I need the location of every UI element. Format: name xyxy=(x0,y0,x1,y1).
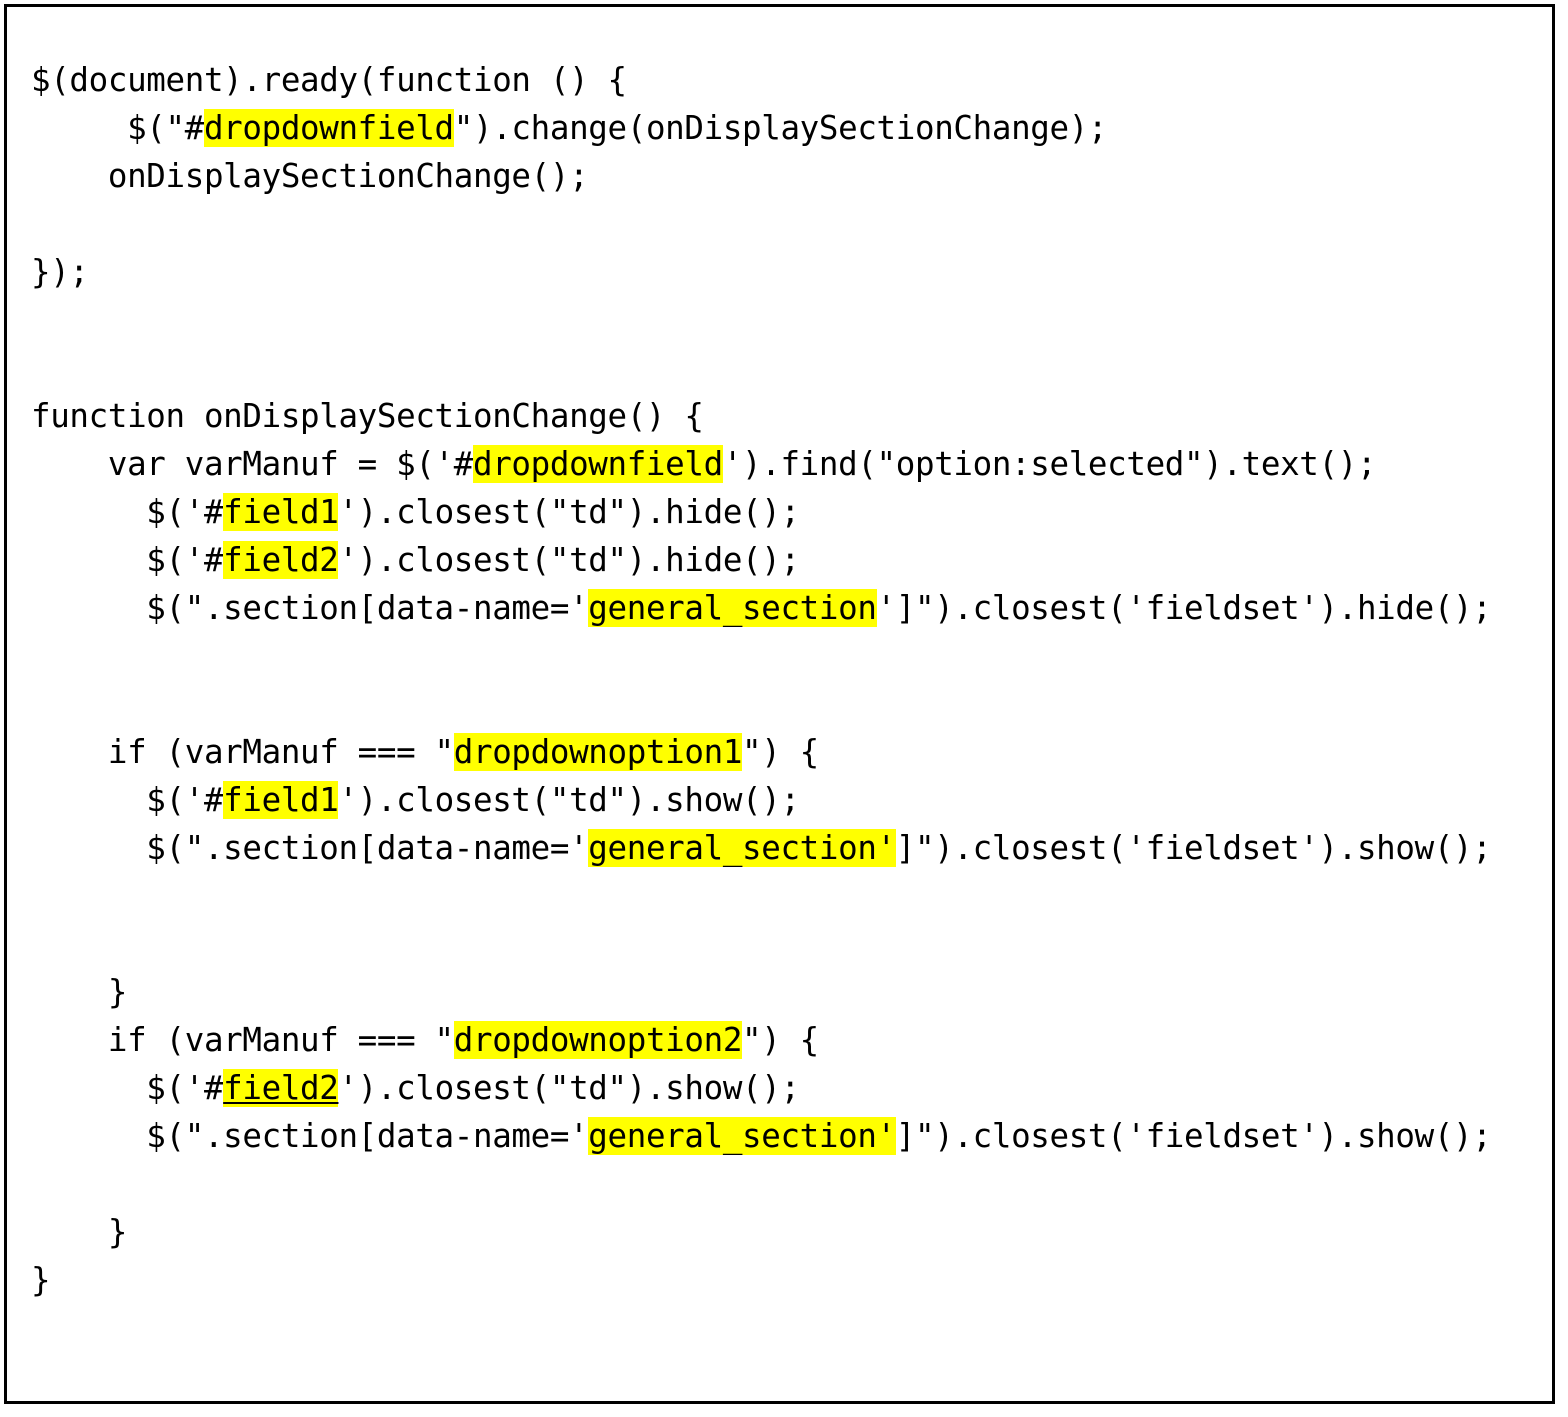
highlighted-token: field1 xyxy=(223,492,339,531)
code-line: }); xyxy=(31,248,1548,296)
highlighted-token: field1 xyxy=(223,780,339,819)
code-text: $(".section[data-name=' xyxy=(31,1116,589,1155)
code-line: onDisplaySectionChange(); xyxy=(31,152,1548,200)
code-line: $(".section[data-name='general_section']… xyxy=(31,824,1548,872)
code-line xyxy=(31,200,1548,248)
code-text: $('# xyxy=(31,540,224,579)
code-text: ]").closest('fieldset').show(); xyxy=(895,828,1492,867)
code-text: var varManuf = $('# xyxy=(31,444,473,483)
code-text: } xyxy=(31,1260,51,1299)
highlighted-token: general_section xyxy=(588,588,877,627)
code-text: $('# xyxy=(31,492,224,531)
code-line xyxy=(31,1160,1548,1208)
code-text: }); xyxy=(31,252,89,291)
code-text: ').find("option:selected").text(); xyxy=(722,444,1377,483)
code-text: ').closest("td").show(); xyxy=(338,1068,800,1107)
code-text: } xyxy=(31,972,128,1011)
code-line: function onDisplaySectionChange() { xyxy=(31,392,1548,440)
code-text: if (varManuf === " xyxy=(31,1020,454,1059)
code-text: ').closest("td").show(); xyxy=(338,780,800,819)
code-line xyxy=(31,632,1548,680)
highlighted-token: general_section' xyxy=(588,1116,896,1155)
code-line: if (varManuf === "dropdownoption1") { xyxy=(31,728,1548,776)
code-line xyxy=(31,680,1548,728)
code-text: $('# xyxy=(31,780,224,819)
highlighted-underlined-token: field2 xyxy=(223,1068,339,1107)
code-line xyxy=(31,920,1548,968)
code-line: } xyxy=(31,1256,1548,1304)
code-line xyxy=(31,872,1548,920)
highlighted-token: field2 xyxy=(223,540,339,579)
code-text: function onDisplaySectionChange() { xyxy=(31,396,704,435)
code-text: $('# xyxy=(31,1068,224,1107)
highlighted-token: dropdownoption1 xyxy=(453,732,743,771)
code-text: $("# xyxy=(31,108,204,147)
code-line: $('#field2').closest("td").hide(); xyxy=(31,536,1548,584)
code-text: ]").closest('fieldset').show(); xyxy=(895,1116,1492,1155)
code-line xyxy=(31,344,1548,392)
code-text: ").change(onDisplaySectionChange); xyxy=(453,108,1108,147)
code-text: onDisplaySectionChange(); xyxy=(31,156,589,195)
code-text: ") { xyxy=(742,1020,819,1059)
code-line: $('#field2').closest("td").show(); xyxy=(31,1064,1548,1112)
code-text: $(document).ready(function () { xyxy=(31,60,627,99)
code-text: ').closest("td").hide(); xyxy=(338,540,800,579)
highlighted-token: dropdownfield xyxy=(203,108,454,147)
code-text: $(".section[data-name=' xyxy=(31,588,589,627)
code-text: } xyxy=(31,1212,128,1251)
code-snippet-frame: $(document).ready(function () { $("#drop… xyxy=(4,4,1555,1404)
code-line: $('#field1').closest("td").show(); xyxy=(31,776,1548,824)
code-block: $(document).ready(function () { $("#drop… xyxy=(31,56,1548,1304)
code-line: if (varManuf === "dropdownoption2") { xyxy=(31,1016,1548,1064)
code-text: if (varManuf === " xyxy=(31,732,454,771)
code-line: $(".section[data-name='general_section']… xyxy=(31,1112,1548,1160)
highlighted-token: dropdownoption2 xyxy=(453,1020,743,1059)
code-line: $(document).ready(function () { xyxy=(31,56,1548,104)
code-line: } xyxy=(31,1208,1548,1256)
code-text: $(".section[data-name=' xyxy=(31,828,589,867)
highlighted-token: general_section' xyxy=(588,828,896,867)
code-line xyxy=(31,296,1548,344)
code-line: $('#field1').closest("td").hide(); xyxy=(31,488,1548,536)
code-line: $("#dropdownfield").change(onDisplaySect… xyxy=(31,104,1548,152)
highlighted-token: dropdownfield xyxy=(472,444,723,483)
code-text: ').closest("td").hide(); xyxy=(338,492,800,531)
code-line: $(".section[data-name='general_section']… xyxy=(31,584,1548,632)
code-text: ']").closest('fieldset').hide(); xyxy=(876,588,1492,627)
code-text: ") { xyxy=(742,732,819,771)
code-line: var varManuf = $('#dropdownfield').find(… xyxy=(31,440,1548,488)
code-line: } xyxy=(31,968,1548,1016)
